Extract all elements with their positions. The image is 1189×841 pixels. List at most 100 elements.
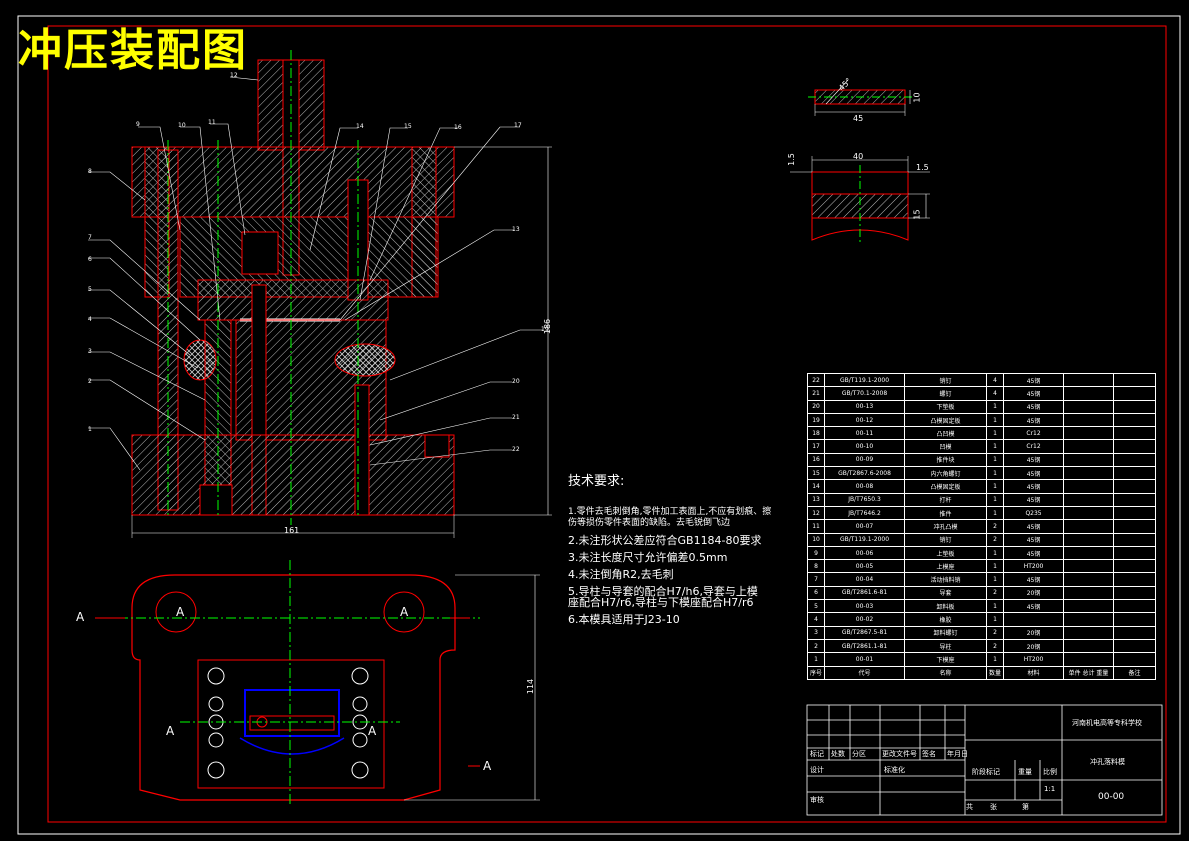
bom-cell (1113, 625, 1157, 640)
bom-cell: 00-13 (824, 399, 906, 414)
bom-cell (1063, 612, 1115, 627)
bom-cell: 00-03 (824, 599, 906, 614)
tb-review: 审核 (810, 796, 824, 804)
technical-requirements: 技术要求: 1.零件去毛刺倒角,零件加工表面上,不应有划痕、擦伤等损伤零件表面的… (568, 470, 778, 631)
callout-1: 1 (88, 426, 92, 433)
bom-cell: 20钢 (1003, 638, 1065, 654)
tb-sign: 签名 (922, 750, 936, 758)
bom-cell: 推件 (904, 505, 988, 521)
bom-cell: 00-11 (824, 426, 906, 441)
tb-mark: 标记 (810, 750, 824, 758)
bom-cell: 冲孔凸模 (904, 519, 988, 534)
tb-count: 处数 (831, 750, 845, 758)
bom-cell: 材料 (1003, 665, 1065, 680)
bom-cell: 45钢 (1003, 492, 1065, 507)
bom-cell: Cr12 (1003, 426, 1065, 441)
bom-cell: 1 (986, 479, 1005, 494)
bom-cell (1113, 585, 1157, 601)
bom-cell: 4 (806, 612, 826, 627)
callout-20: 20 (512, 378, 520, 385)
bom-cell (1063, 412, 1115, 428)
bom-cell (1063, 559, 1115, 574)
bom-cell: 销钉 (904, 372, 988, 388)
bom-cell: 21 (806, 386, 826, 401)
bom-cell: 45钢 (1003, 545, 1065, 561)
bom-cell: 1 (986, 412, 1005, 428)
bom-cell: 名称 (904, 665, 988, 680)
bom-cell: 1 (986, 439, 1005, 454)
callout-2: 2 (88, 378, 92, 385)
tech-item-3: 3.未注长度尺寸允许偏差0.5mm (568, 551, 728, 564)
bom-cell: 1 (806, 652, 826, 667)
bom-cell: 45钢 (1003, 386, 1065, 401)
bom-cell: 20钢 (1003, 625, 1065, 640)
bom-cell: 2 (986, 519, 1005, 534)
bom-cell (1113, 412, 1157, 428)
bom-cell (1113, 399, 1157, 414)
bom-cell: 数量 (986, 665, 1005, 680)
section-mark-a-mid: A (166, 724, 175, 738)
bom-cell: 00-12 (824, 412, 906, 428)
bom-cell: Cr12 (1003, 439, 1065, 454)
callout-3: 3 (88, 348, 92, 355)
bom-cell: 18 (806, 426, 826, 441)
title-block-frame (806, 704, 1163, 816)
bom-cell: 22 (806, 372, 826, 388)
tb-design: 设计 (810, 766, 824, 774)
tb-ratio: 比例 (1043, 768, 1057, 776)
bom-cell: 16 (806, 452, 826, 468)
inner-frame (47, 25, 1167, 823)
bom-cell: 螺钉 (904, 386, 988, 401)
bom-cell (1113, 452, 1157, 468)
bom-cell: 代号 (824, 665, 906, 680)
bom-cell (1063, 452, 1115, 468)
bom-cell: 1 (986, 492, 1005, 507)
bom-cell: Q235 (1003, 505, 1065, 521)
bom-cell: 45钢 (1003, 452, 1065, 468)
bom-cell (1063, 585, 1115, 601)
bom-cell: 15 (806, 466, 826, 481)
section-view (88, 50, 552, 538)
bom-cell: 13 (806, 492, 826, 507)
bom-cell (1113, 492, 1157, 507)
bom-cell: 2 (986, 625, 1005, 640)
callout-5: 5 (88, 286, 92, 293)
callout-6: 6 (88, 256, 92, 263)
bom-cell: 1 (986, 612, 1005, 627)
tb-weight: 重量 (1018, 768, 1032, 776)
bom-cell: 2 (986, 532, 1005, 547)
bom-cell: 10 (806, 532, 826, 547)
bom-cell (1113, 612, 1157, 627)
bom-cell: GB/T2861.1-81 (824, 638, 906, 654)
dim-height: 186 (543, 318, 553, 335)
plan-view (95, 560, 540, 805)
bom-cell: 20 (806, 399, 826, 414)
bom-cell: 00-02 (824, 612, 906, 627)
bom-cell: 4 (986, 372, 1005, 388)
bom-cell: 1 (986, 452, 1005, 468)
bom-cell: 00-08 (824, 479, 906, 494)
bom-cell (1063, 505, 1115, 521)
bom-cell (1113, 599, 1157, 614)
bom-cell: 2 (986, 638, 1005, 654)
callout-21: 21 (512, 414, 520, 421)
bom-cell: 上垫板 (904, 545, 988, 561)
bom-cell: 4 (986, 386, 1005, 401)
bom-cell: 17 (806, 439, 826, 454)
tb-zone: 分区 (852, 750, 866, 758)
drawing-title: 冲压装配图 (18, 25, 248, 76)
bom-cell (1113, 638, 1157, 654)
bom-cell: 橡胶 (904, 612, 988, 627)
bom-cell: 1 (986, 399, 1005, 414)
